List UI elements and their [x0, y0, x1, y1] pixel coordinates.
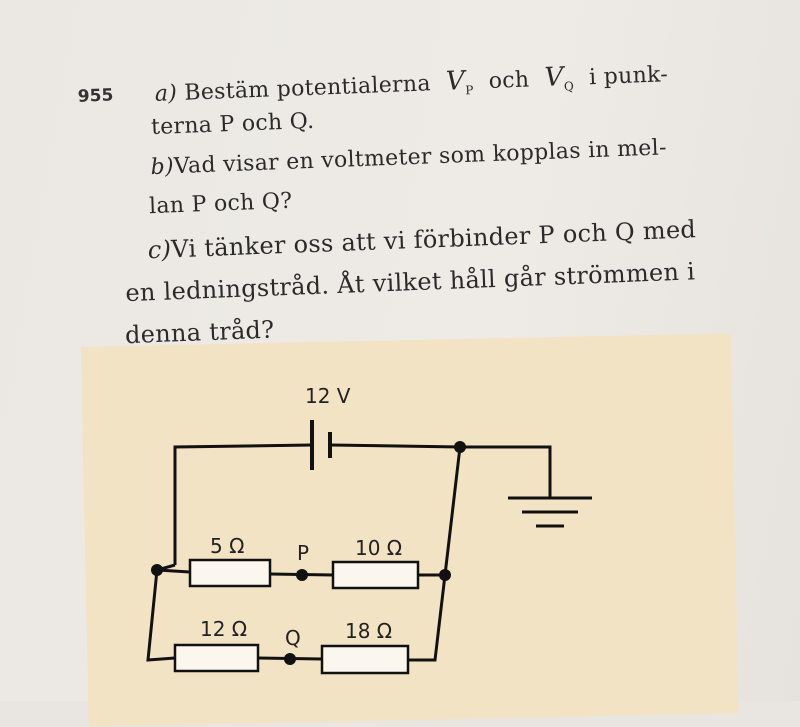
wire-ground: [460, 445, 552, 498]
resistor-10: [331, 560, 420, 590]
wire-left: [146, 563, 176, 662]
junction-left: [151, 564, 163, 576]
node-p-dot: [296, 569, 308, 581]
wire-top-left: [173, 443, 313, 565]
resistor-5-label: 5 Ω: [210, 534, 244, 558]
resistor-18: [320, 644, 410, 675]
resistor-18-label: 18 Ω: [345, 619, 392, 643]
resistor-5: [188, 558, 272, 588]
resistor-12: [173, 643, 260, 673]
junction-top-right: [454, 441, 466, 453]
resistor-10-label: 10 Ω: [355, 536, 402, 560]
battery-label: 12 V: [305, 384, 351, 408]
node-p-label: P: [297, 541, 309, 565]
wire-right: [408, 574, 447, 662]
node-q-dot: [284, 653, 296, 665]
junction-right: [439, 569, 451, 581]
resistor-12-label: 12 Ω: [200, 617, 247, 641]
node-q-label: Q: [285, 626, 301, 650]
circuit-diagram: 12 V 5 Ω P 10 Ω 12 Ω Q 18 Ω: [146, 384, 592, 675]
